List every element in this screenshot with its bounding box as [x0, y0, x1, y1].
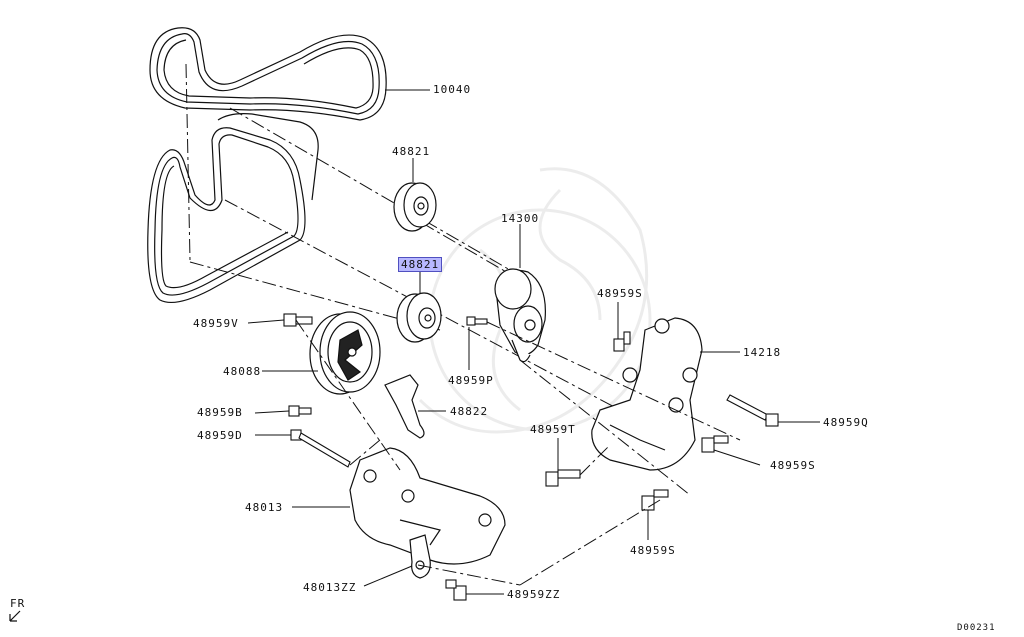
callout-48959B[interactable]: 48959B	[197, 406, 243, 419]
idler-pulley-upper[interactable]	[393, 182, 437, 232]
leader-lines	[247, 89, 820, 595]
diagram-code: D00231	[957, 623, 996, 633]
bolt-48959D[interactable]	[290, 429, 351, 468]
bolt-48959B[interactable]	[288, 405, 312, 417]
callout-48822[interactable]: 48822	[450, 405, 489, 418]
callout-14218[interactable]: 14218	[743, 346, 782, 359]
crank-pulley[interactable]	[309, 311, 381, 395]
small-bracket[interactable]	[384, 374, 425, 439]
callout-48821-upper[interactable]: 48821	[392, 145, 431, 158]
bolt-48959Q[interactable]	[726, 394, 779, 427]
callout-48959S-top[interactable]: 48959S	[597, 287, 643, 300]
belt-tensioner[interactable]	[494, 268, 546, 363]
drive-belt[interactable]	[147, 27, 387, 303]
callout-48959S-mid[interactable]: 48959S	[770, 459, 816, 472]
callout-14300[interactable]: 14300	[501, 212, 540, 225]
callout-48821-lower-highlighted[interactable]: 48821	[398, 257, 443, 272]
callout-48013ZZ[interactable]: 48013ZZ	[303, 581, 357, 594]
bracket-zz[interactable]	[409, 534, 431, 579]
callout-48959V[interactable]: 48959V	[193, 317, 239, 330]
callout-48959P[interactable]: 48959P	[448, 374, 494, 387]
direction-label: FR	[10, 597, 26, 610]
bolt-48959S-mid[interactable]	[701, 435, 729, 453]
callout-48959ZZ[interactable]: 48959ZZ	[507, 588, 561, 601]
bolt-48959S-bottom[interactable]	[641, 489, 669, 511]
front-arrow-icon	[9, 610, 21, 622]
bolt-48959ZZ[interactable]	[445, 579, 467, 601]
bolt-48959T[interactable]	[545, 469, 581, 487]
idler-pulley-lower[interactable]	[396, 292, 442, 343]
callout-10040[interactable]: 10040	[433, 83, 472, 96]
callout-48013[interactable]: 48013	[245, 501, 284, 514]
callout-48959S-bottom[interactable]: 48959S	[630, 544, 676, 557]
callout-48959D[interactable]: 48959D	[197, 429, 243, 442]
callout-48959T[interactable]: 48959T	[530, 423, 576, 436]
right-bracket[interactable]	[591, 317, 703, 471]
callout-48959Q[interactable]: 48959Q	[823, 416, 869, 429]
bolt-48959V[interactable]	[283, 313, 313, 327]
main-bracket[interactable]	[349, 447, 506, 565]
bolt-48959P[interactable]	[466, 316, 488, 326]
bolt-48959S-top[interactable]	[613, 331, 631, 352]
callout-48088[interactable]: 48088	[223, 365, 262, 378]
